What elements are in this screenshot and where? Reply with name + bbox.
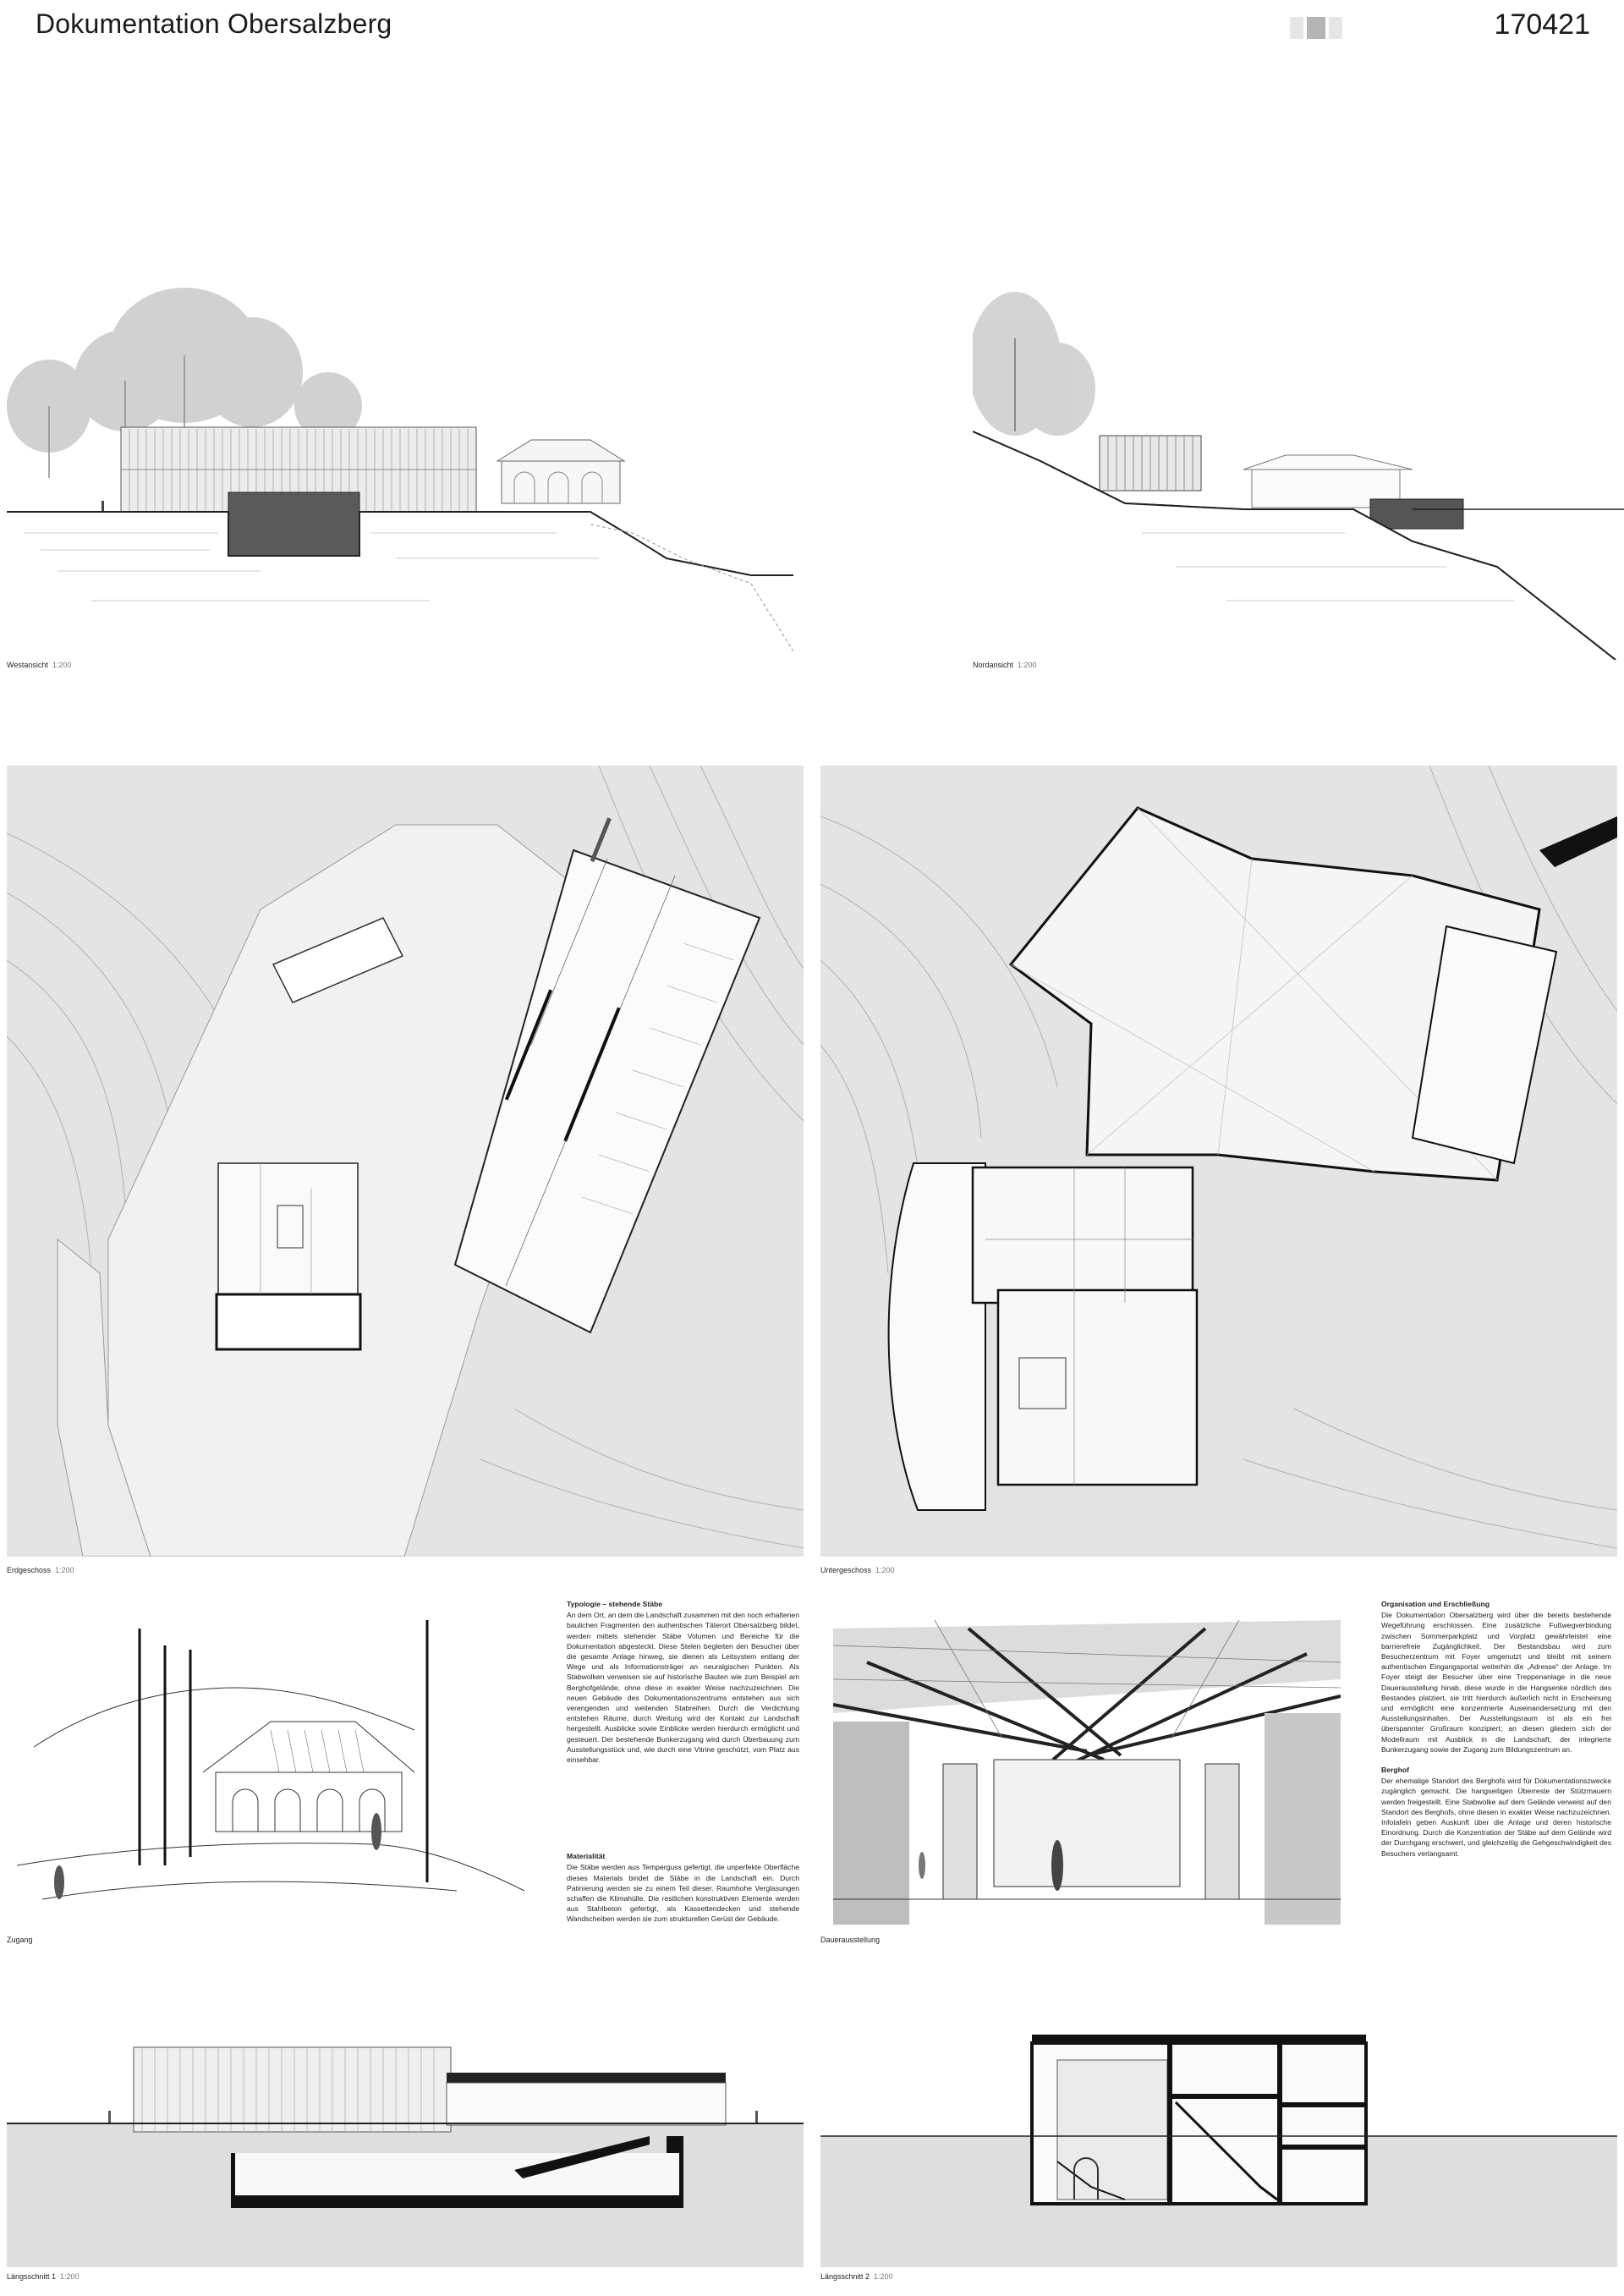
west-elevation-drawing <box>7 279 793 651</box>
basement-floor-plan <box>820 766 1617 1557</box>
longitudinal-section-2 <box>820 2026 1617 2267</box>
entrance-sketch-caption: Zugang <box>7 1936 33 1944</box>
three-bar-logo-icon <box>1290 17 1349 39</box>
heading-materialitaet: Materialität <box>567 1852 606 1861</box>
body-materialitaet: Die Stäbe werden aus Temperguss gefertig… <box>567 1863 799 1924</box>
heading-typologie: Typologie – stehende Stäbe <box>567 1600 663 1608</box>
heading-berghof: Berghof <box>1381 1766 1409 1775</box>
text-organisation: Organisation und Erschließung Die Dokume… <box>1381 1599 1611 1869</box>
page-title: Dokumentation Obersalzberg <box>36 8 392 39</box>
body-berghof: Der ehemalige Standort des Berghofs wird… <box>1381 1777 1611 1858</box>
entrance-sketch <box>17 1612 524 1925</box>
project-code: 170421 <box>1494 8 1590 41</box>
body-typologie: An dem Ort, an dem die Landschaft zusamm… <box>567 1611 799 1765</box>
body-organisation: Die Dokumentation Obersalzberg wird über… <box>1381 1611 1611 1754</box>
longitudinal-section-1 <box>7 2026 804 2267</box>
heading-organisation: Organisation und Erschließung <box>1381 1600 1490 1608</box>
text-typologie: Typologie – stehende Stäbe An dem Ort, a… <box>567 1599 799 1935</box>
north-elevation-drawing <box>973 288 1624 660</box>
ground-floor-plan <box>7 766 804 1557</box>
exhibition-sketch-caption: Dauerausstellung <box>820 1936 881 1944</box>
exhibition-sketch <box>833 1612 1341 1925</box>
